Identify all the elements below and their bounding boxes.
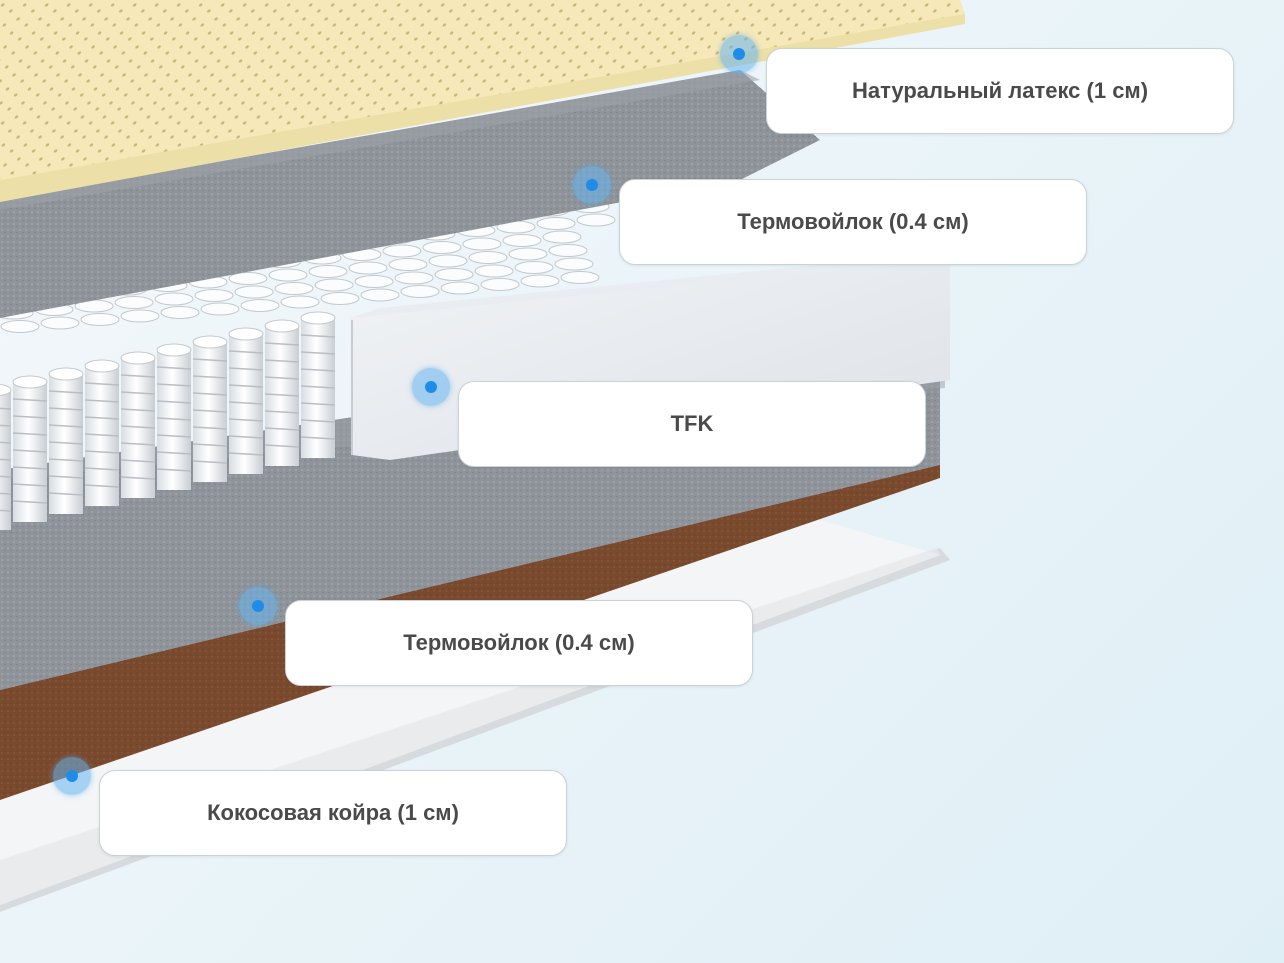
layer-marker-1: [720, 35, 758, 73]
callout-tfk: TFK: [458, 381, 926, 467]
callout-label: Термовойлок (0.4 см): [403, 630, 635, 655]
callout-upper-felt: Термовойлок (0.4 см): [619, 179, 1087, 265]
callout-coir: Кокосовая койра (1 см): [99, 770, 567, 856]
callout-label: Кокосовая койра (1 см): [207, 800, 459, 825]
callout-label: TFK: [670, 411, 714, 436]
callout-lower-felt: Термовойлок (0.4 см): [285, 600, 753, 686]
callout-label: Термовойлок (0.4 см): [737, 209, 969, 234]
layer-marker-3: [412, 368, 450, 406]
callout-latex: Натуральный латекс (1 см): [766, 48, 1234, 134]
layer-marker-5: [53, 757, 91, 795]
layer-marker-4: [239, 587, 277, 625]
callout-label: Натуральный латекс (1 см): [851, 78, 1149, 103]
layer-marker-2: [573, 166, 611, 204]
upper-felt-layer: [0, 70, 820, 318]
